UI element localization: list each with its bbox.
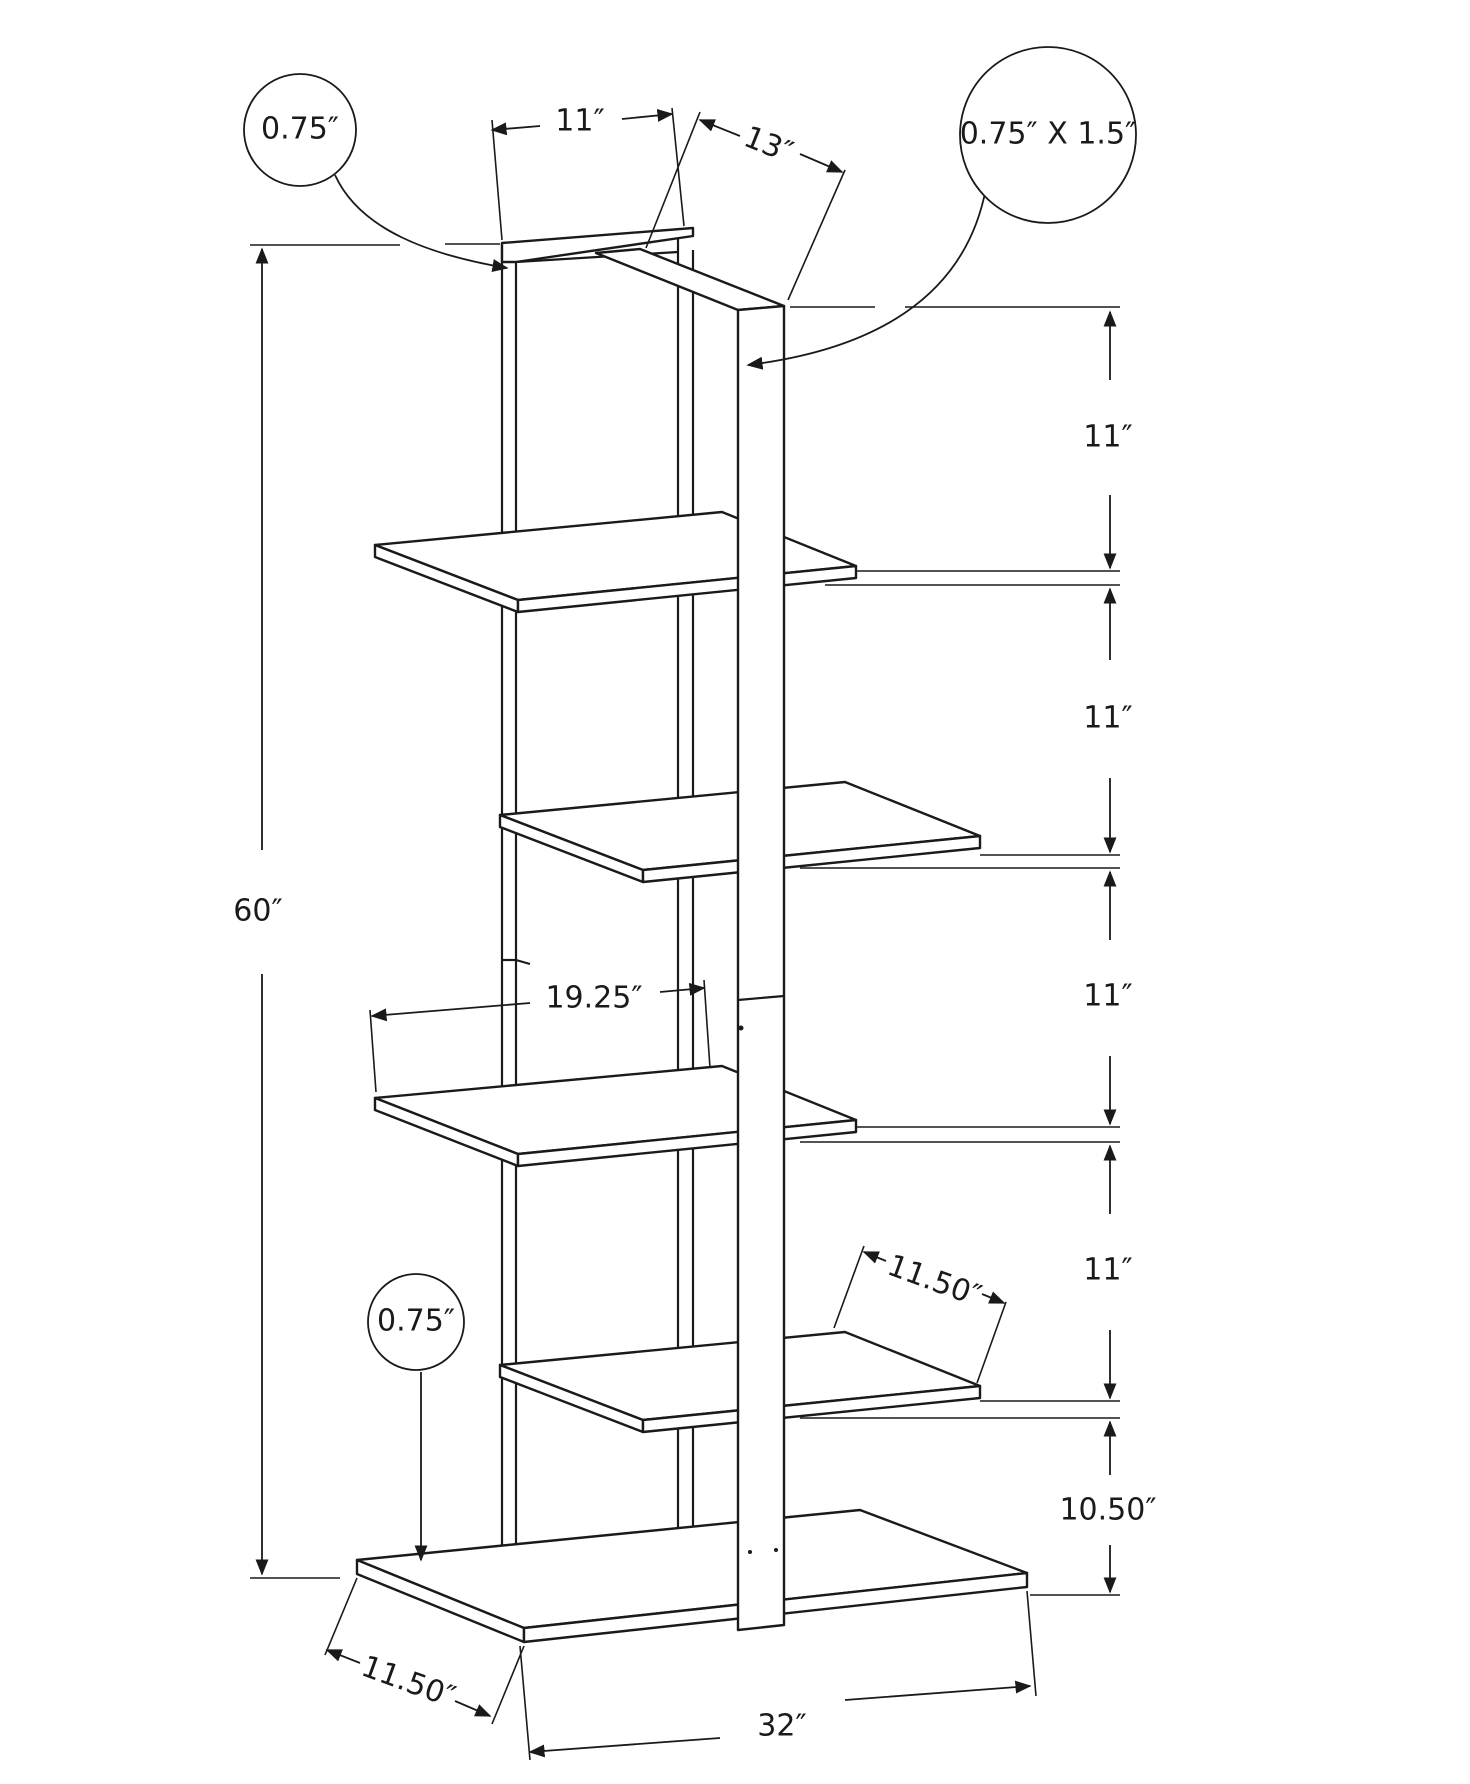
label-top-thickness: 0.75″ [261, 112, 339, 147]
dim-base-width [519, 1590, 1037, 1761]
label-spacing-4: 11″ [1083, 1253, 1132, 1288]
callout-leaders [334, 174, 987, 1562]
label-post-section: 0.75″ X 1.5″ [960, 117, 1137, 152]
dim-top-depth [645, 111, 846, 301]
label-spacing-1: 11″ [1083, 420, 1132, 455]
dim-overall-height [250, 243, 500, 1579]
callout-base-thickness [367, 1273, 465, 1371]
dim-base-depth [324, 1577, 525, 1725]
label-shelf-depth: 11.50″ [883, 1248, 986, 1314]
label-top-width: 11″ [555, 104, 604, 139]
label-base-depth: 11.50″ [357, 1649, 460, 1715]
dim-shelf-depth [833, 1245, 1007, 1384]
front-post [703, 304, 786, 1632]
dim-shelf-width [369, 982, 706, 1093]
callout-top-thickness [243, 73, 357, 187]
base [355, 1508, 1029, 1644]
rear-frame [500, 226, 695, 1548]
label-base-width: 32″ [757, 1709, 806, 1744]
label-top-depth: 13″ [739, 120, 798, 171]
callout-post-section [959, 46, 1137, 224]
dim-top-width [490, 107, 685, 241]
label-base-thickness: 0.75″ [377, 1304, 455, 1339]
top-arm [594, 247, 786, 312]
dim-right-spacings [790, 306, 1120, 1596]
label-bottom-spacing: 10.50″ [1059, 1493, 1156, 1528]
label-spacing-3: 11″ [1083, 979, 1132, 1014]
shelf-1 [373, 510, 858, 614]
label-overall-height: 60″ [233, 894, 282, 929]
label-shelf-width: 19.25″ [545, 981, 642, 1016]
label-spacing-2: 11″ [1083, 701, 1132, 736]
